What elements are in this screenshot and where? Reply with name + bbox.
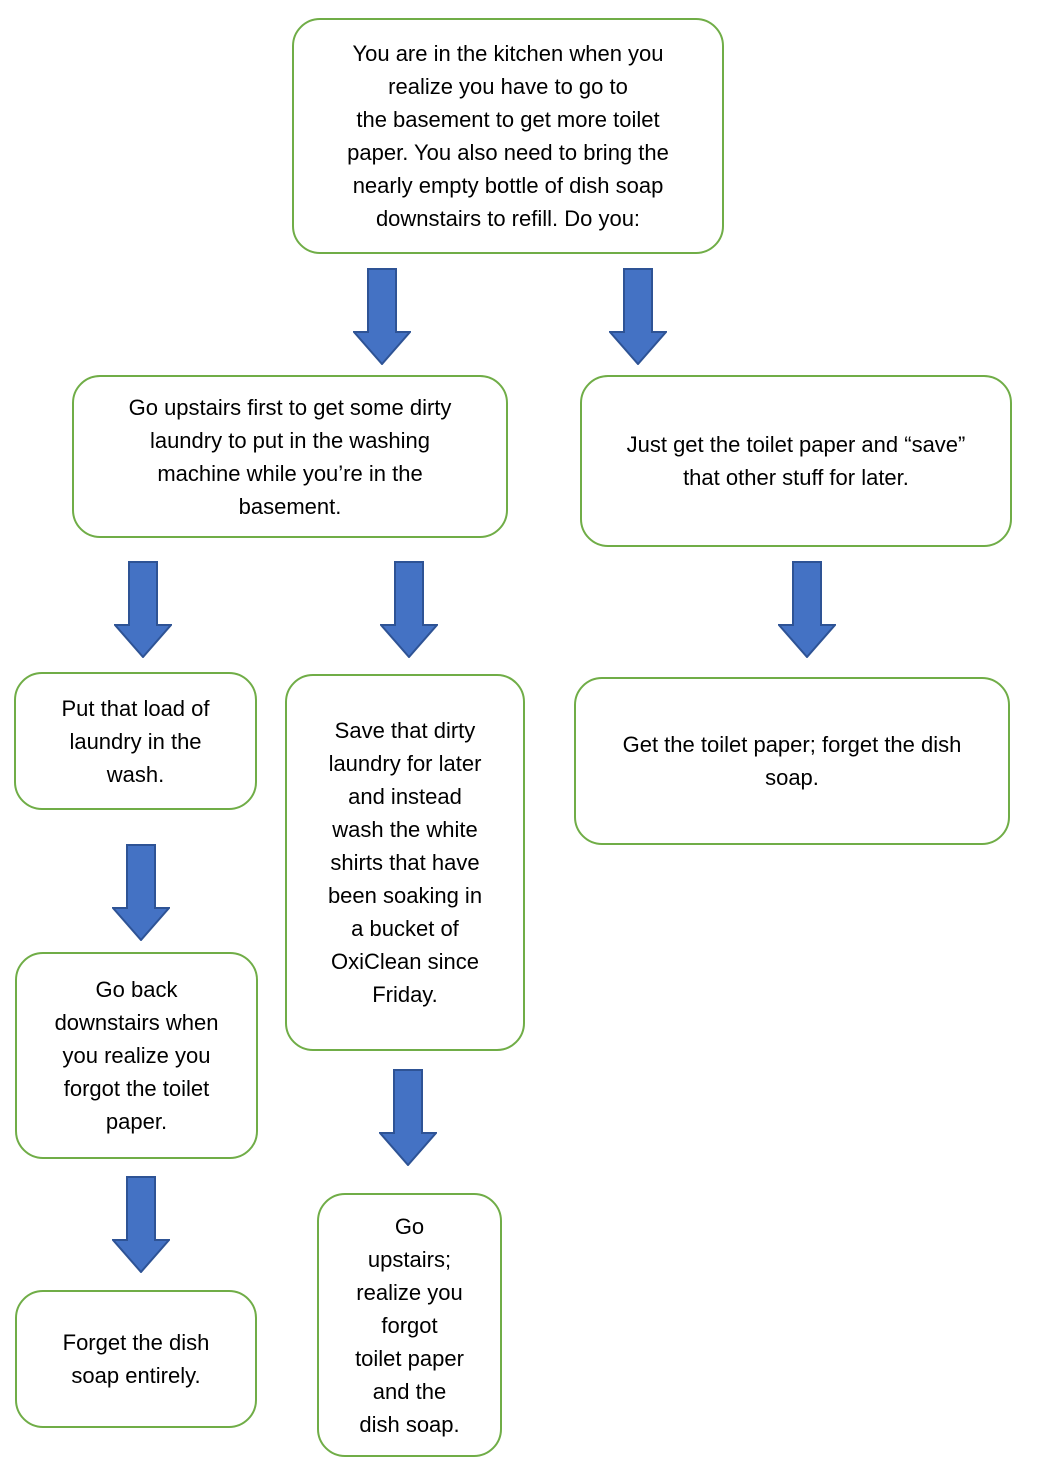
node-put-load: Put that load of laundry in the wash. (14, 672, 257, 810)
node-go-back-downstairs: Go back downstairs when you realize you … (15, 952, 258, 1159)
down-arrow-icon-start-to-just-toilet-paper (609, 268, 667, 365)
node-just-toilet-paper: Just get the toilet paper and “save” tha… (580, 375, 1012, 547)
down-arrow-icon-upstairs-to-save-laundry (380, 561, 438, 658)
node-start: You are in the kitchen when you realize … (292, 18, 724, 254)
node-go-upstairs-forgot-text: Go upstairs; realize you forgot toilet p… (355, 1213, 464, 1437)
node-get-tp-forget-soap: Get the toilet paper; forget the dish so… (574, 677, 1010, 845)
down-arrow-icon-justtp-to-gettp (778, 561, 836, 658)
node-forget-dish-soap: Forget the dish soap entirely. (15, 1290, 257, 1428)
down-arrow-icon-goback-to-forgetsoap (112, 1176, 170, 1273)
node-start-text: You are in the kitchen when you realize … (347, 41, 669, 231)
node-go-upstairs-forgot: Go upstairs; realize you forgot toilet p… (317, 1193, 502, 1457)
node-go-back-downstairs-text: Go back downstairs when you realize you … (54, 977, 219, 1134)
down-arrow-icon-upstairs-to-put-load (114, 561, 172, 658)
node-upstairs-laundry: Go upstairs first to get some dirty laun… (72, 375, 508, 538)
node-get-tp-forget-soap-text: Get the toilet paper; forget the dish so… (622, 732, 962, 790)
node-save-laundry-text: Save that dirty laundry for later and in… (327, 718, 483, 1007)
down-arrow-icon-savelaundry-to-goupstairs (379, 1069, 437, 1166)
node-just-toilet-paper-text: Just get the toilet paper and “save” tha… (626, 432, 966, 490)
node-forget-dish-soap-text: Forget the dish soap entirely. (62, 1330, 210, 1388)
node-upstairs-laundry-text: Go upstairs first to get some dirty laun… (128, 394, 452, 519)
down-arrow-icon-putload-to-goback (112, 844, 170, 941)
down-arrow-icon-start-to-upstairs-laundry (353, 268, 411, 365)
node-put-load-text: Put that load of laundry in the wash. (61, 695, 210, 787)
node-save-laundry: Save that dirty laundry for later and in… (285, 674, 525, 1051)
